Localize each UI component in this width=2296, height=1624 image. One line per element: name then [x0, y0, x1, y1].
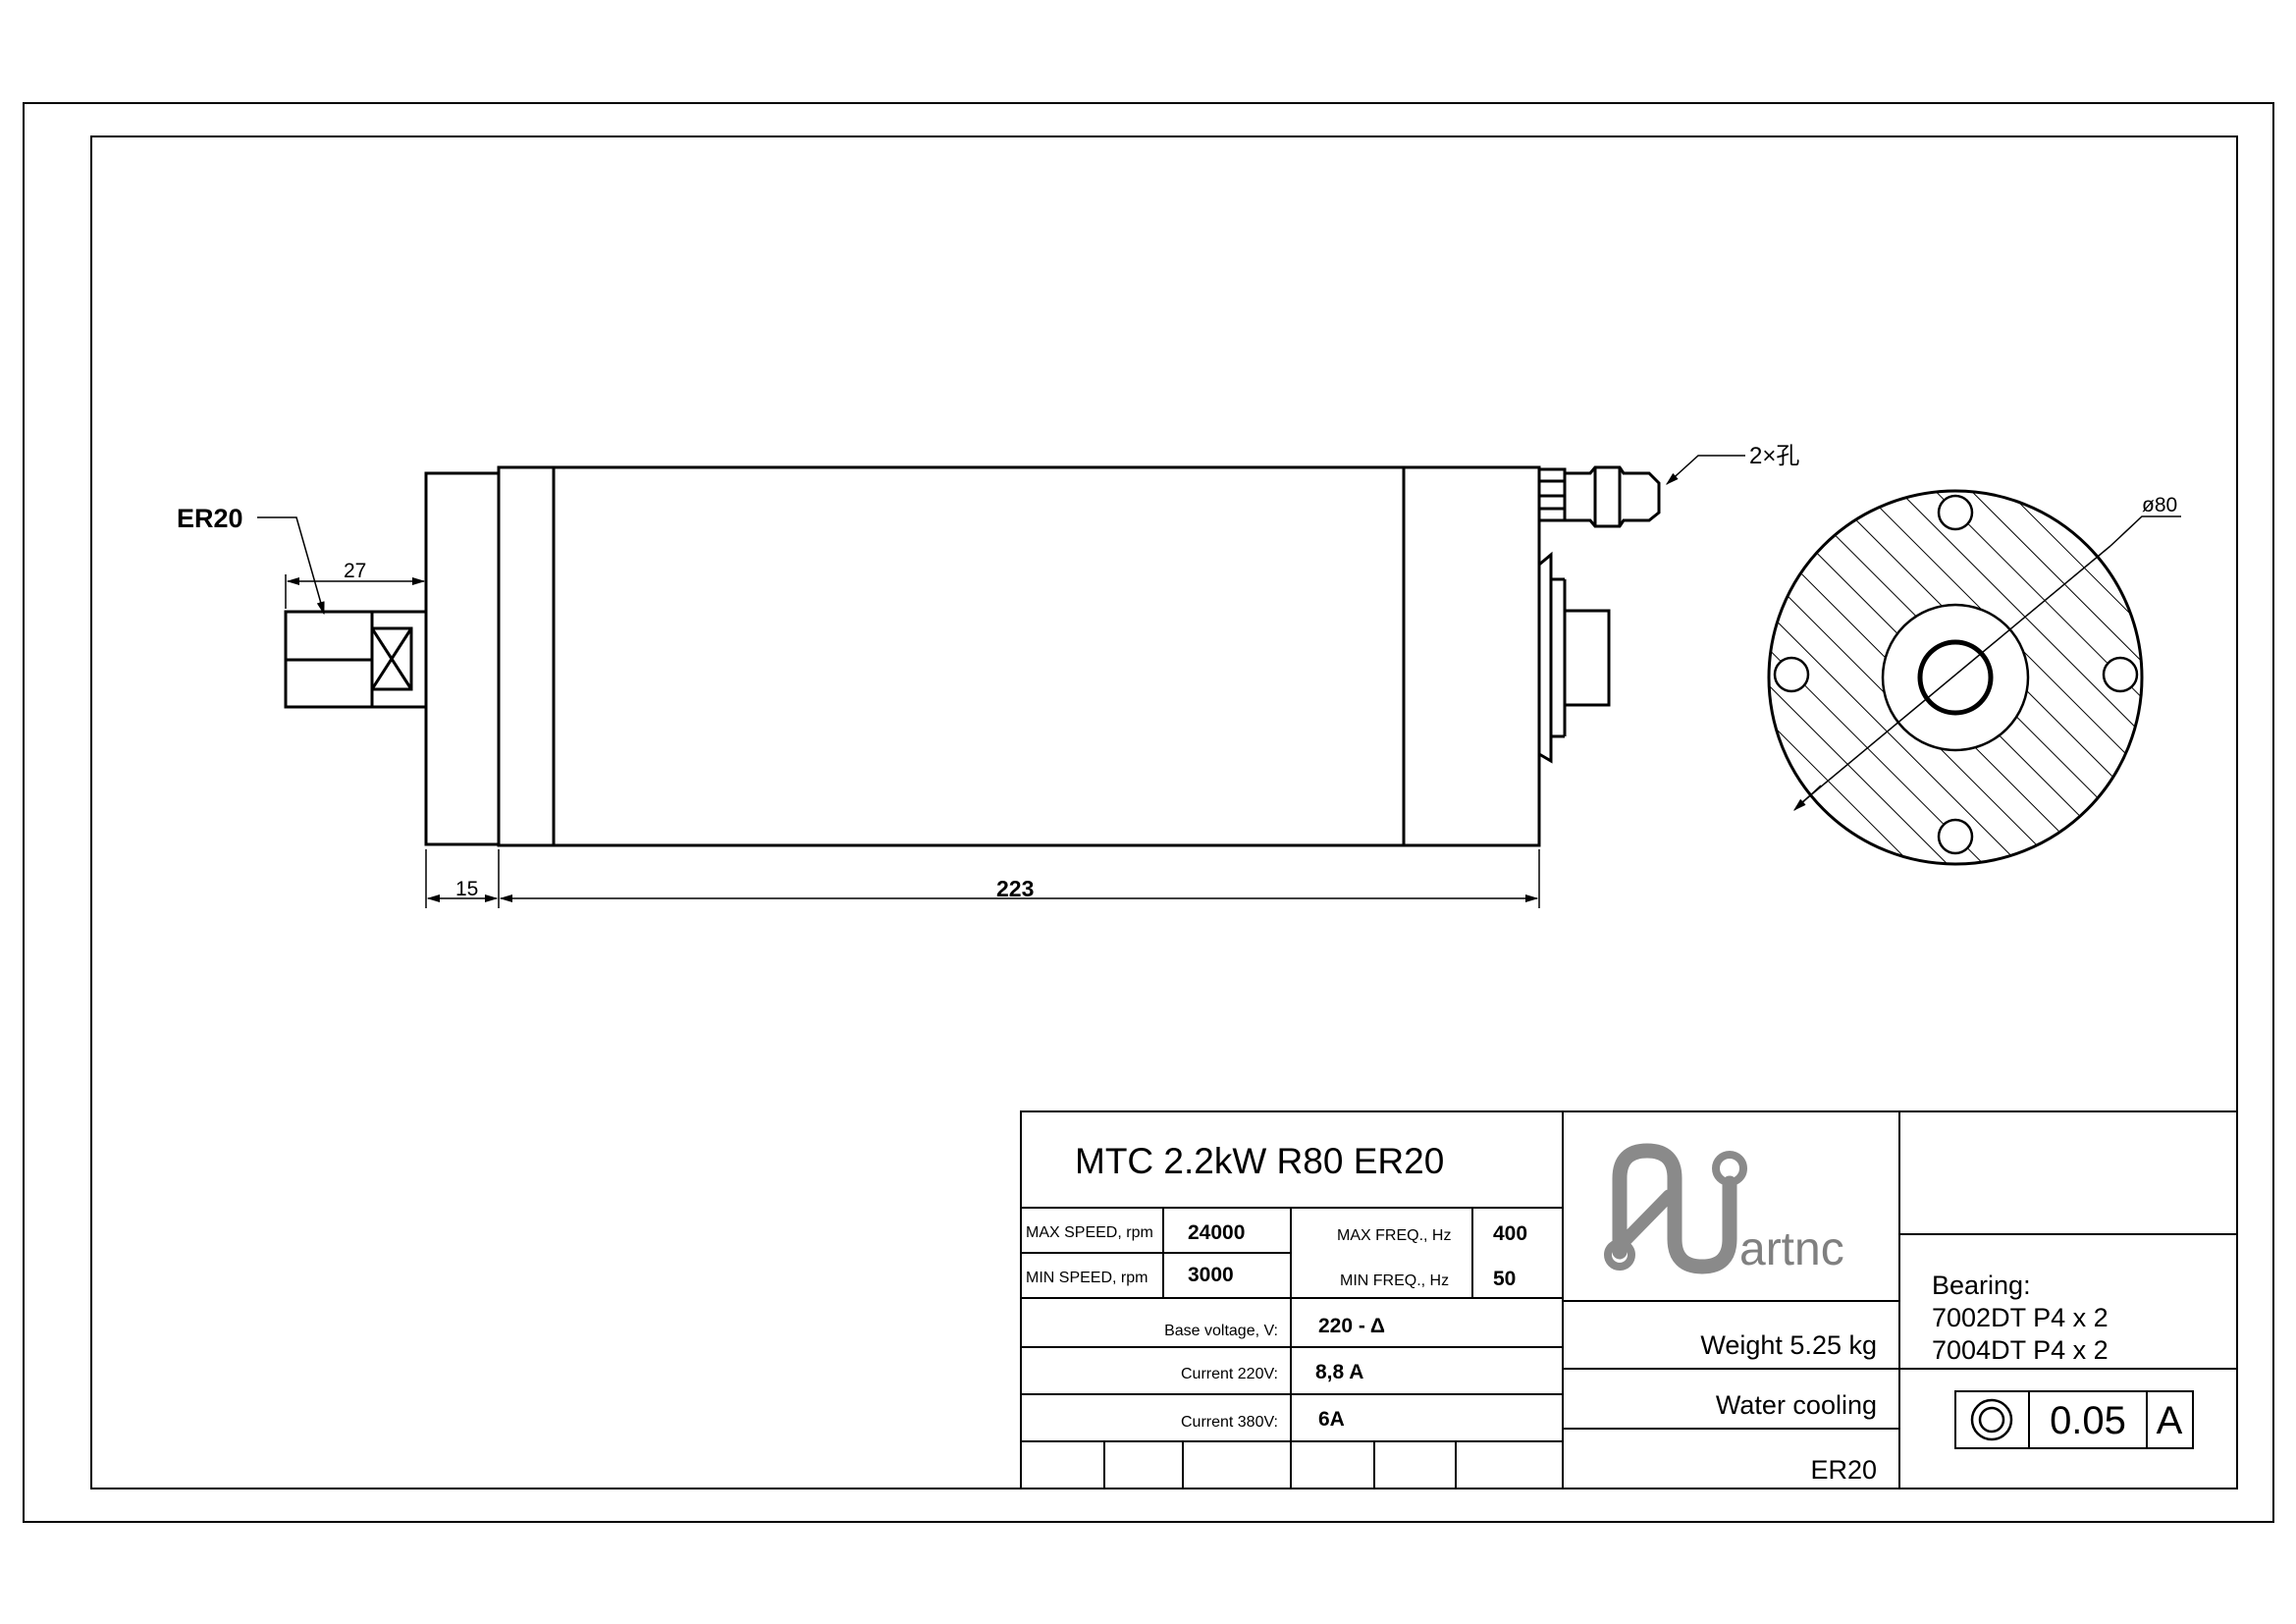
bearing-2: 7004DT P4 x 2 [1932, 1335, 2109, 1365]
mount-hole-left [1773, 656, 1810, 693]
concentricity-tolerance-frame [1954, 1390, 2194, 1449]
dim-flange: 15 [455, 878, 478, 900]
model-title: MTC 2.2kW R80 ER20 [1075, 1141, 1444, 1181]
outer-frame [23, 102, 2274, 1523]
collet-label: ER20 [177, 504, 243, 533]
mount-hole-bottom [1937, 818, 1974, 855]
concentricity-icon [1970, 1398, 2013, 1441]
logo-text: artnc [1739, 1223, 1844, 1275]
tolerance-datum: A [2157, 1399, 2183, 1442]
current-380-label: Current 380V: [1181, 1414, 1278, 1431]
artnc-logo-icon [1604, 1143, 1747, 1274]
spindle-side-view [284, 465, 1661, 847]
hole-note: 2×孔 [1749, 443, 1799, 469]
base-voltage-label: Base voltage, V: [1164, 1323, 1278, 1339]
current-380-value: 6A [1318, 1408, 1345, 1431]
spindle-end-view [1767, 489, 2181, 866]
min-freq-label: MIN FREQ., Hz [1340, 1272, 1449, 1289]
title-block [1020, 1110, 2238, 1489]
bearing-title: Bearing: [1932, 1271, 2031, 1300]
front-flange [424, 471, 501, 846]
side-view-dimensions [257, 455, 1745, 908]
dim-body-length: 223 [996, 876, 1034, 901]
mount-hole-top [1937, 494, 1974, 531]
motor-body [497, 465, 1541, 847]
min-freq-value: 50 [1493, 1268, 1516, 1290]
max-speed-value: 24000 [1188, 1221, 1245, 1244]
max-speed-label: MAX SPEED, rpm [1026, 1224, 1153, 1241]
rear-shaft-stub [1563, 609, 1611, 707]
base-voltage-value: 220 - Δ [1318, 1315, 1385, 1337]
min-speed-label: MIN SPEED, rpm [1026, 1270, 1148, 1286]
wrench-flat [370, 626, 413, 691]
diameter-label: ø80 [2142, 494, 2177, 516]
current-220-value: 8,8 A [1315, 1361, 1363, 1383]
dim-collet-length: 27 [344, 560, 366, 582]
max-freq-label: MAX FREQ., Hz [1337, 1227, 1451, 1244]
current-220-label: Current 220V: [1181, 1366, 1278, 1382]
min-speed-value: 3000 [1188, 1264, 1234, 1286]
mount-hole-right [2102, 656, 2139, 693]
tolerance-value: 0.05 [2050, 1399, 2126, 1442]
weight: Weight 5.25 kg [1700, 1330, 1877, 1360]
bearing-1: 7002DT P4 x 2 [1932, 1303, 2109, 1332]
collet-type: ER20 [1810, 1455, 1877, 1485]
cooling: Water cooling [1716, 1390, 1877, 1420]
max-freq-value: 400 [1493, 1222, 1527, 1245]
